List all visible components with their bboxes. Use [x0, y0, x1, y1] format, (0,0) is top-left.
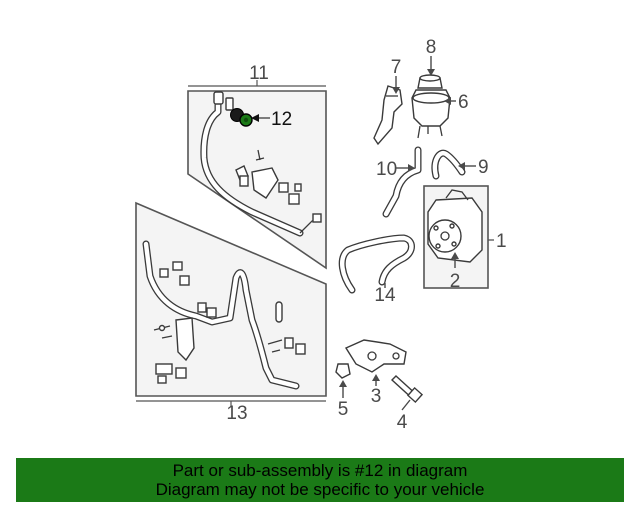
- callout-2: 2: [450, 271, 461, 292]
- pump-group: [423, 185, 494, 289]
- callout-14: 14: [374, 285, 396, 306]
- hose-group: [382, 146, 466, 218]
- callout-7: 7: [391, 57, 402, 78]
- callout-12[interactable]: 12: [271, 109, 292, 130]
- leader-lines: [251, 56, 476, 411]
- callout-8: 8: [426, 37, 437, 58]
- panel-13: [135, 201, 327, 407]
- reservoir-group: [373, 74, 451, 146]
- callout-11: 11: [249, 63, 269, 84]
- banner-line-1: Part or sub-assembly is #12 in diagram: [172, 461, 468, 480]
- callout-5: 5: [338, 399, 349, 420]
- info-banner: Part or sub-assembly is #12 in diagram D…: [16, 458, 624, 502]
- callout-9: 9: [478, 157, 489, 178]
- panel-11: [187, 80, 327, 270]
- callout-6: 6: [458, 92, 469, 113]
- callout-4: 4: [397, 412, 408, 433]
- hose-14: [338, 234, 415, 294]
- bracket-group: [335, 339, 424, 404]
- callout-10: 10: [376, 159, 397, 180]
- part-12-highlight[interactable]: [230, 108, 253, 127]
- callout-3: 3: [371, 386, 382, 407]
- callout-1: 1: [496, 231, 507, 252]
- banner-line-2: Diagram may not be specific to your vehi…: [155, 480, 485, 499]
- callout-13: 13: [226, 403, 247, 424]
